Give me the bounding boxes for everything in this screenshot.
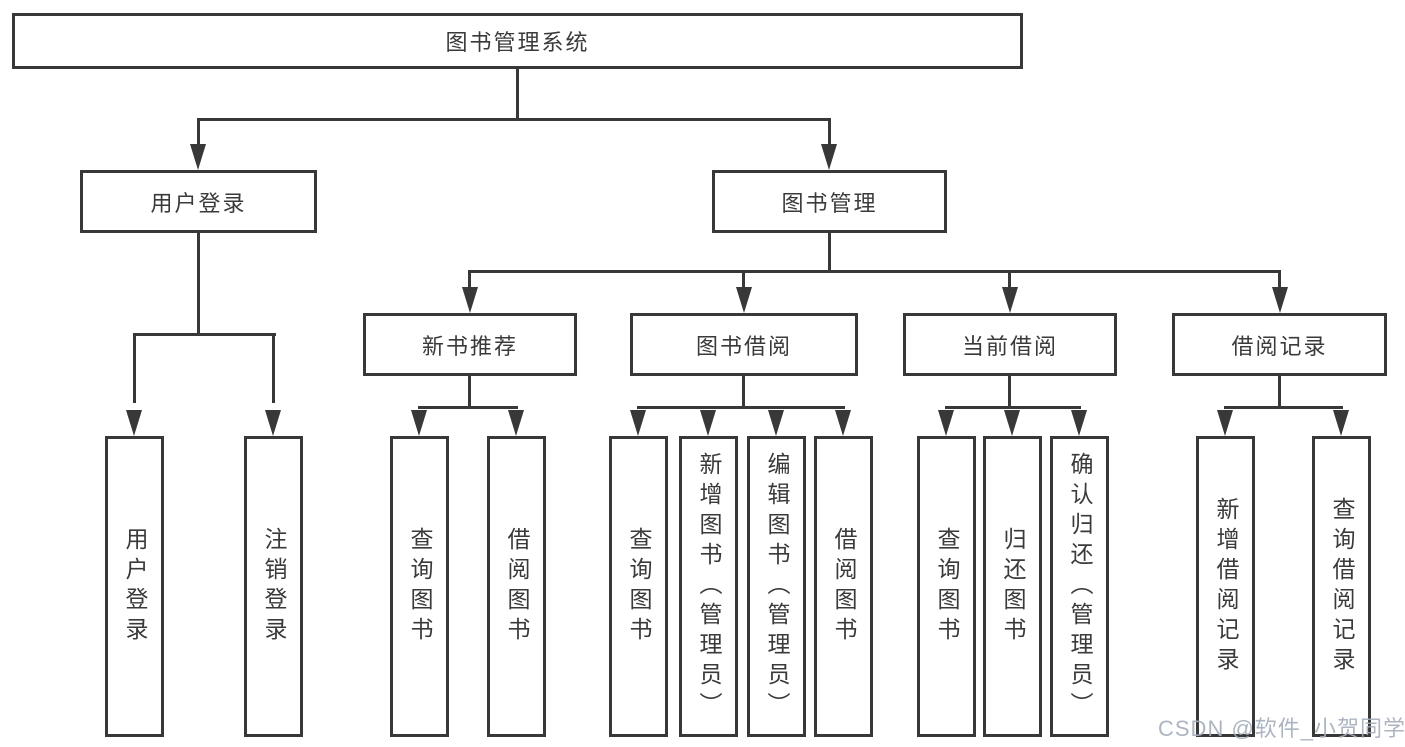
node-borrowing-records-label: 借阅记录 — [1231, 333, 1328, 359]
connector-vline — [1008, 375, 1011, 409]
arrowhead-down-icon — [126, 410, 142, 436]
node-book-management: 图书管理 — [712, 170, 947, 233]
arrowhead-down-icon — [508, 410, 524, 436]
leaf-user-login: 用户登录 — [105, 436, 164, 737]
arrowhead-down-icon — [700, 410, 716, 436]
connector-hline — [1224, 406, 1343, 409]
arrowhead-down-icon — [736, 287, 752, 313]
connector-vline — [468, 270, 471, 292]
connector-vline — [197, 118, 200, 148]
arrowhead-down-icon — [630, 410, 646, 436]
connector-vline — [828, 232, 831, 273]
node-current-borrowing-label: 当前借阅 — [961, 333, 1058, 359]
arrowhead-down-icon — [768, 410, 784, 436]
leaf-add-borrow-record: 新增借阅记录 — [1196, 436, 1255, 737]
leaf-query-books-current: 查询图书 — [917, 436, 976, 737]
leaf-borrow-books-recommend-label: 借阅图书 — [504, 526, 530, 647]
arrowhead-down-icon — [938, 410, 954, 436]
leaf-return-book-label: 归还图书 — [1000, 526, 1026, 647]
leaf-logout-label: 注销登录 — [261, 526, 287, 647]
connector-hline — [133, 333, 276, 336]
leaf-logout: 注销登录 — [244, 436, 303, 737]
leaf-add-book-admin: 新增图书（管理员） — [679, 436, 738, 737]
connector-vline — [133, 333, 136, 403]
node-new-book-recommend: 新书推荐 — [363, 313, 577, 376]
arrowhead-down-icon — [1071, 410, 1087, 436]
node-user-login-label: 用户登录 — [150, 190, 247, 216]
csdn-watermark: CSDN @软件_小贺同学 — [1158, 716, 1405, 741]
leaf-confirm-return-admin-label: 确认归还（管理员） — [1067, 451, 1093, 722]
connector-vline — [197, 232, 200, 336]
leaf-return-book: 归还图书 — [983, 436, 1042, 737]
leaf-edit-book-admin-label: 编辑图书（管理员） — [764, 451, 790, 722]
leaf-edit-book-admin: 编辑图书（管理员） — [747, 436, 806, 737]
leaf-add-borrow-record-label: 新增借阅记录 — [1213, 496, 1239, 677]
connector-vline — [272, 333, 275, 403]
arrowhead-down-icon — [1333, 410, 1349, 436]
node-root: 图书管理系统 — [12, 13, 1023, 69]
connector-vline — [1278, 375, 1281, 409]
leaf-borrow-books-recommend: 借阅图书 — [487, 436, 546, 737]
connector-hline — [945, 406, 1081, 409]
node-book-borrowing-label: 图书借阅 — [695, 333, 792, 359]
node-book-borrowing: 图书借阅 — [630, 313, 858, 376]
arrowhead-down-icon — [1272, 287, 1288, 313]
leaf-query-books-borrowing: 查询图书 — [609, 436, 668, 737]
leaf-query-borrow-record: 查询借阅记录 — [1312, 436, 1371, 737]
connector-vline — [516, 69, 519, 120]
connector-vline — [1278, 270, 1281, 292]
connector-hline — [197, 118, 831, 121]
connector-hline — [637, 406, 845, 409]
arrowhead-down-icon — [1004, 410, 1020, 436]
leaf-user-login-label: 用户登录 — [122, 526, 148, 647]
node-borrowing-records: 借阅记录 — [1172, 313, 1387, 376]
leaf-borrow-books-label: 借阅图书 — [831, 526, 857, 647]
arrowhead-down-icon — [190, 144, 206, 170]
leaf-confirm-return-admin: 确认归还（管理员） — [1050, 436, 1109, 737]
connector-vline — [742, 270, 745, 292]
connector-vline — [828, 118, 831, 148]
node-user-login: 用户登录 — [80, 170, 317, 233]
node-new-book-recommend-label: 新书推荐 — [421, 333, 518, 359]
leaf-query-books-recommend-label: 查询图书 — [407, 526, 433, 647]
arrowhead-down-icon — [821, 144, 837, 170]
node-book-management-label: 图书管理 — [781, 190, 878, 216]
node-root-label: 图书管理系统 — [445, 30, 590, 55]
arrowhead-down-icon — [462, 287, 478, 313]
arrowhead-down-icon — [1002, 287, 1018, 313]
connector-hline — [468, 270, 1281, 273]
node-current-borrowing: 当前借阅 — [903, 313, 1117, 376]
leaf-query-books-recommend: 查询图书 — [390, 436, 449, 737]
connector-hline — [418, 406, 518, 409]
leaf-add-book-admin-label: 新增图书（管理员） — [696, 451, 722, 722]
connector-vline — [468, 375, 471, 409]
leaf-query-books-current-label: 查询图书 — [934, 526, 960, 647]
leaf-query-books-borrowing-label: 查询图书 — [626, 526, 652, 647]
connector-vline — [742, 375, 745, 409]
arrowhead-down-icon — [1217, 410, 1233, 436]
arrowhead-down-icon — [265, 410, 281, 436]
arrowhead-down-icon — [411, 410, 427, 436]
arrowhead-down-icon — [835, 410, 851, 436]
leaf-query-borrow-record-label: 查询借阅记录 — [1329, 496, 1355, 677]
connector-vline — [1008, 270, 1011, 292]
leaf-borrow-books: 借阅图书 — [814, 436, 873, 737]
